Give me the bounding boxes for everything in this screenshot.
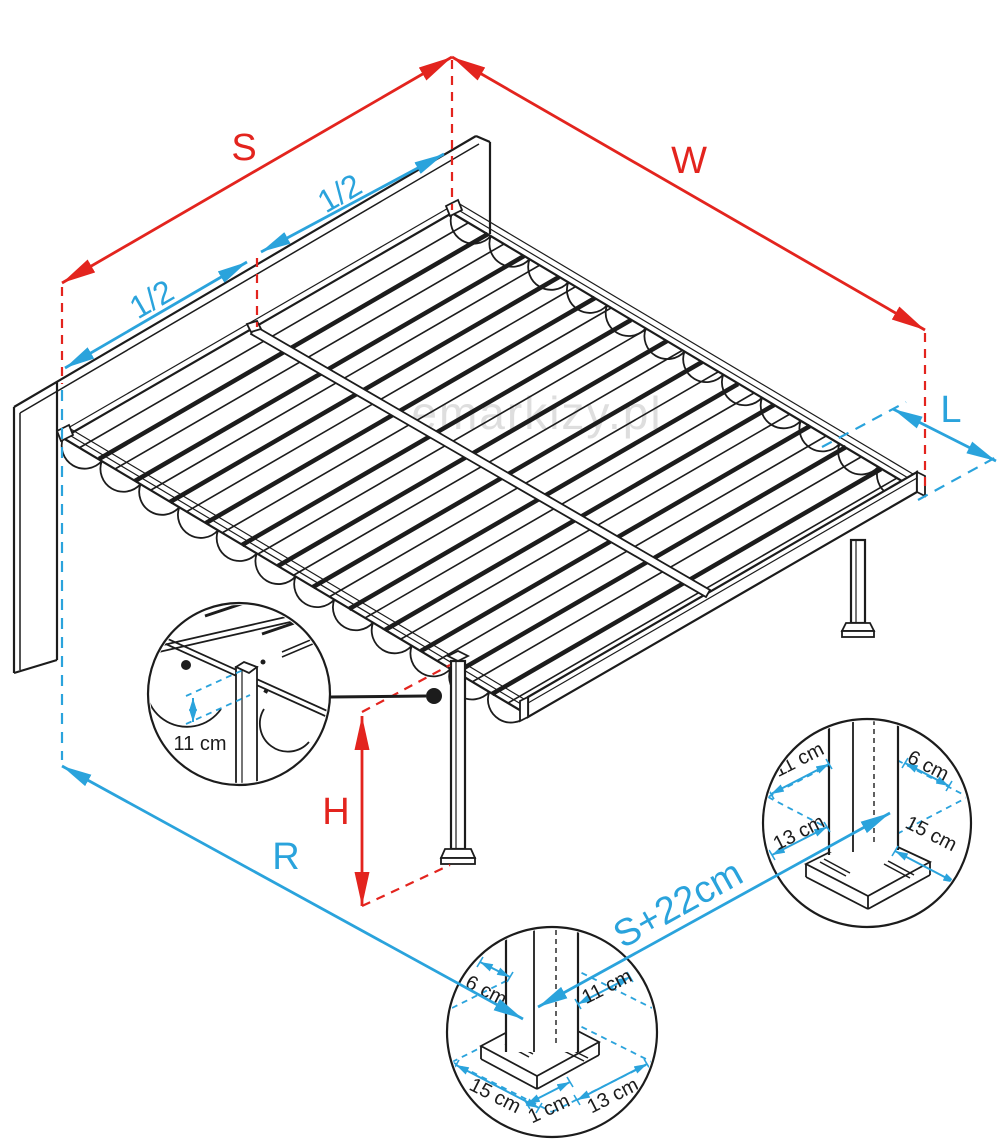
dimension-W-arrow: W [451, 55, 926, 332]
post-top-callout-leader [329, 688, 442, 704]
watermark-text: emarkizy.pl [411, 387, 662, 439]
dimension-w-label: W [671, 140, 707, 182]
dimension-R-arrow: R [61, 764, 524, 1021]
dimension-S-arrow: S [61, 55, 453, 285]
dimension-l-label: L [940, 389, 961, 431]
callout-dot [426, 688, 442, 704]
dimension-L-arrow: L [892, 389, 997, 463]
dimension-r-label: R [272, 836, 299, 878]
rear-post [840, 538, 876, 638]
awning-roof: emarkizy.pl [55, 198, 926, 724]
dimension-post-distance-label: S+22cm [607, 852, 750, 957]
blue-dashed-guides [60, 390, 1000, 760]
detail-callout-rear-post-base: 11 cm 6 cm 13 cm 15 cm [761, 717, 973, 929]
front-beam [519, 470, 926, 723]
dimension-half-right-label: 1/2 [311, 166, 368, 219]
dimension-half-left-label: 1/2 [123, 272, 180, 325]
front-post [439, 649, 477, 865]
post-top-offset-label: 11 cm [174, 733, 227, 755]
dimension-h-label: H [322, 791, 349, 833]
edge-cap-top [444, 198, 464, 218]
dimension-s-label: S [231, 127, 256, 169]
detail-callout-post-top: 11 cm [146, 601, 332, 787]
dimension-H-arrow: H [322, 716, 370, 906]
